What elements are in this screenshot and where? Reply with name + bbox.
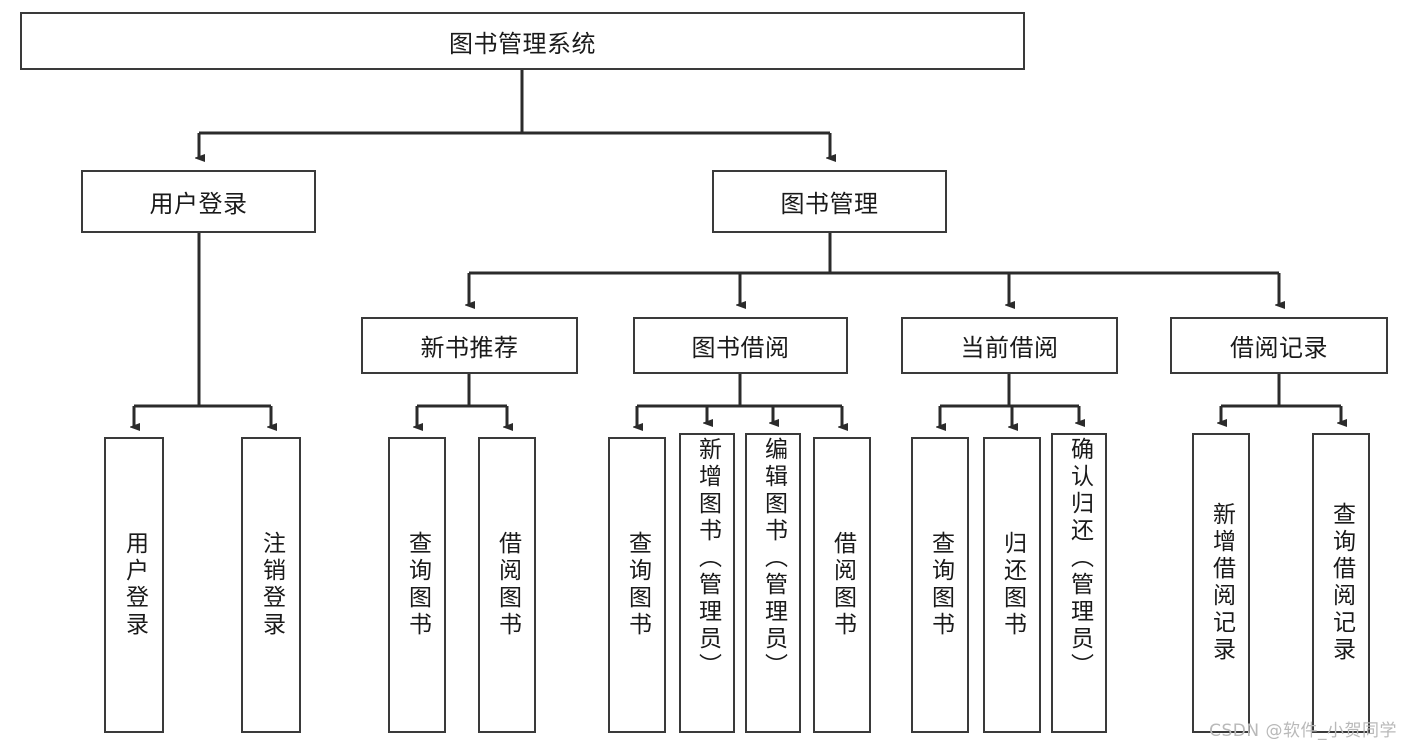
node-leaf-add-book-admin-label: 新增图书（管理员） (694, 437, 721, 680)
node-leaf-query-book-current[interactable]: 查询图书 (911, 437, 969, 733)
node-current-borrow[interactable]: 当前借阅 (901, 317, 1118, 374)
node-leaf-add-borrow-record[interactable]: 新增借阅记录 (1192, 433, 1250, 733)
node-leaf-query-borrow-record-label: 查询借阅记录 (1328, 502, 1355, 664)
node-borrow-record-label: 借阅记录 (1230, 334, 1328, 362)
node-root-system[interactable]: 图书管理系统 (20, 12, 1025, 70)
node-leaf-query-book-borrow-label: 查询图书 (624, 531, 651, 639)
node-book-borrow-label: 图书借阅 (691, 334, 790, 362)
node-root-label: 图书管理系统 (449, 29, 596, 58)
node-leaf-query-book-current-label: 查询图书 (927, 531, 954, 639)
node-leaf-borrow-book-borrow-label: 借阅图书 (829, 531, 856, 639)
node-leaf-add-book-admin[interactable]: 新增图书（管理员） (679, 433, 735, 733)
node-leaf-borrow-book-recommend[interactable]: 借阅图书 (478, 437, 536, 733)
node-leaf-borrow-book-borrow[interactable]: 借阅图书 (813, 437, 871, 733)
watermark-credit: CSDN @软件_小贺同学 (1209, 721, 1397, 741)
node-leaf-confirm-return-admin[interactable]: 确认归还（管理员） (1051, 433, 1107, 733)
node-leaf-query-borrow-record[interactable]: 查询借阅记录 (1312, 433, 1370, 733)
node-leaf-return-book[interactable]: 归还图书 (983, 437, 1041, 733)
node-leaf-user-login-label: 用户登录 (121, 531, 148, 639)
node-book-management-label: 图书管理 (780, 190, 879, 218)
node-user-login[interactable]: 用户登录 (81, 170, 316, 233)
node-leaf-query-book-recommend[interactable]: 查询图书 (388, 437, 446, 733)
node-book-management[interactable]: 图书管理 (712, 170, 947, 233)
node-leaf-borrow-book-recommend-label: 借阅图书 (494, 531, 521, 639)
node-user-login-label: 用户登录 (149, 190, 248, 218)
node-leaf-confirm-return-admin-label: 确认归还（管理员） (1066, 437, 1093, 680)
node-leaf-query-book-recommend-label: 查询图书 (404, 531, 431, 639)
node-leaf-return-book-label: 归还图书 (999, 531, 1026, 639)
node-leaf-add-borrow-record-label: 新增借阅记录 (1208, 502, 1235, 664)
node-leaf-logout-login[interactable]: 注销登录 (241, 437, 301, 733)
node-leaf-query-book-borrow[interactable]: 查询图书 (608, 437, 666, 733)
node-current-borrow-label: 当前借阅 (960, 334, 1059, 362)
node-leaf-logout-login-label: 注销登录 (258, 531, 285, 639)
node-borrow-record[interactable]: 借阅记录 (1170, 317, 1388, 374)
node-book-borrow[interactable]: 图书借阅 (633, 317, 848, 374)
node-leaf-user-login[interactable]: 用户登录 (104, 437, 164, 733)
node-new-book-recommend[interactable]: 新书推荐 (361, 317, 578, 374)
node-new-book-recommend-label: 新书推荐 (420, 334, 519, 362)
node-leaf-edit-book-admin[interactable]: 编辑图书（管理员） (745, 433, 801, 733)
node-leaf-edit-book-admin-label: 编辑图书（管理员） (760, 437, 787, 680)
